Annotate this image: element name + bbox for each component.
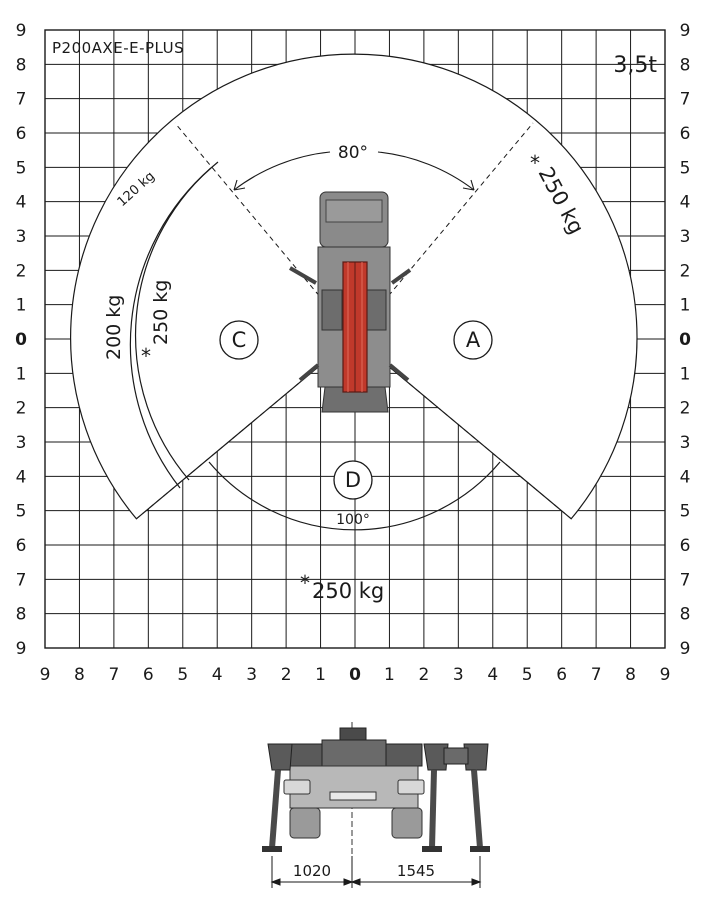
axis-tick-label: 7 xyxy=(108,665,119,685)
zone-A-label: A xyxy=(466,328,481,352)
axis-tick-label: 7 xyxy=(16,90,27,110)
vehicle-top-view xyxy=(289,191,412,413)
axis-tick-label: 7 xyxy=(591,665,602,685)
axis-tick-label: 8 xyxy=(16,605,27,625)
dimension-lines xyxy=(270,856,482,888)
axis-tick-label: 6 xyxy=(143,665,154,685)
load-rear-250-label: 250 kg xyxy=(312,579,384,603)
axis-tick-label: 1 xyxy=(315,665,326,685)
axis-tick-label: 5 xyxy=(16,502,27,522)
axis-tick-label: 3 xyxy=(16,227,27,247)
axis-tick-label: 2 xyxy=(281,665,292,685)
axis-tick-label: 3 xyxy=(680,433,691,453)
axis-tick-label: 1 xyxy=(680,364,691,384)
load-200-label: 200 kg xyxy=(103,295,125,360)
zone-D-marker: D xyxy=(333,460,373,500)
axis-tick-label: 8 xyxy=(74,665,85,685)
axis-tick-label: 5 xyxy=(16,158,27,178)
axis-tick-label: 9 xyxy=(660,665,671,685)
vehicle-side-view xyxy=(262,722,490,856)
axis-left-labels: 9 8 7 6 5 4 3 2 1 0 1 2 3 4 5 6 7 8 9 xyxy=(15,21,27,659)
axis-tick-label: 4 xyxy=(212,665,223,685)
axis-tick-label: 0 xyxy=(349,665,361,685)
axis-tick-label: 9 xyxy=(680,21,691,41)
axis-tick-label: 0 xyxy=(679,330,691,350)
load-rear-asterisk: * xyxy=(300,571,310,595)
load-right-asterisk: * xyxy=(530,151,540,175)
axis-tick-label: 6 xyxy=(556,665,567,685)
range-outer-boundary xyxy=(70,53,638,520)
axis-tick-label: 9 xyxy=(16,639,27,659)
axis-right-labels: 9 8 7 6 5 4 3 2 1 0 1 2 3 4 5 6 7 8 9 xyxy=(679,21,691,659)
axis-tick-label: 7 xyxy=(680,570,691,590)
axis-tick-label: 6 xyxy=(680,124,691,144)
zone-D-label: D xyxy=(345,468,361,492)
axis-tick-label: 4 xyxy=(680,467,691,487)
axis-tick-label: 7 xyxy=(16,570,27,590)
axis-tick-label: 5 xyxy=(680,502,691,522)
angle-80-marker xyxy=(233,151,475,191)
axis-tick-label: 1 xyxy=(384,665,395,685)
angle-rear-label: 100° xyxy=(336,512,370,528)
capacity-label: 3,5t xyxy=(613,53,657,78)
axis-tick-label: 1 xyxy=(680,296,691,316)
axis-tick-label: 9 xyxy=(680,639,691,659)
axis-tick-label: 8 xyxy=(16,55,27,75)
zone-C-label: C xyxy=(232,328,247,352)
axis-tick-label: 3 xyxy=(246,665,257,685)
axis-tick-label: 2 xyxy=(16,261,27,281)
axis-tick-label: 8 xyxy=(680,605,691,625)
axis-tick-label: 2 xyxy=(680,261,691,281)
axis-tick-label: 4 xyxy=(680,193,691,213)
axis-tick-label: 2 xyxy=(418,665,429,685)
axis-tick-label: 9 xyxy=(16,21,27,41)
axis-tick-label: 4 xyxy=(16,193,27,213)
axis-bottom-labels: 9 8 7 6 5 4 3 2 1 0 1 2 3 4 5 6 7 8 9 xyxy=(40,665,671,685)
model-label: P200AXE-E-PLUS xyxy=(52,39,184,57)
axis-tick-label: 4 xyxy=(487,665,498,685)
axis-tick-label: 3 xyxy=(453,665,464,685)
axis-tick-label: 2 xyxy=(16,399,27,419)
load-inner-asterisk: * xyxy=(141,344,151,368)
zone-C-marker: C xyxy=(219,320,259,360)
axis-tick-label: 1 xyxy=(16,364,27,384)
axis-tick-label: 5 xyxy=(522,665,533,685)
axis-tick-label: 6 xyxy=(16,536,27,556)
axis-tick-label: 1 xyxy=(16,296,27,316)
axis-tick-label: 9 xyxy=(40,665,51,685)
axis-tick-label: 5 xyxy=(680,158,691,178)
axis-tick-label: 6 xyxy=(16,124,27,144)
axis-tick-label: 8 xyxy=(625,665,636,685)
axis-tick-label: 3 xyxy=(16,433,27,453)
angle-front-label: 80° xyxy=(338,143,368,163)
axis-tick-label: 0 xyxy=(15,330,27,350)
axis-tick-label: 3 xyxy=(680,227,691,247)
axis-tick-label: 4 xyxy=(16,467,27,487)
load-arcs xyxy=(129,161,501,531)
axis-tick-label: 6 xyxy=(680,536,691,556)
axis-tick-label: 2 xyxy=(680,399,691,419)
axis-tick-label: 7 xyxy=(680,90,691,110)
dimension-right-label: 1545 xyxy=(397,862,435,880)
dimension-left-label: 1020 xyxy=(293,862,331,880)
load-inner-250-label: 250 kg xyxy=(150,280,172,345)
axis-tick-label: 5 xyxy=(177,665,188,685)
zone-A-marker: A xyxy=(453,320,493,360)
axis-tick-label: 8 xyxy=(680,55,691,75)
